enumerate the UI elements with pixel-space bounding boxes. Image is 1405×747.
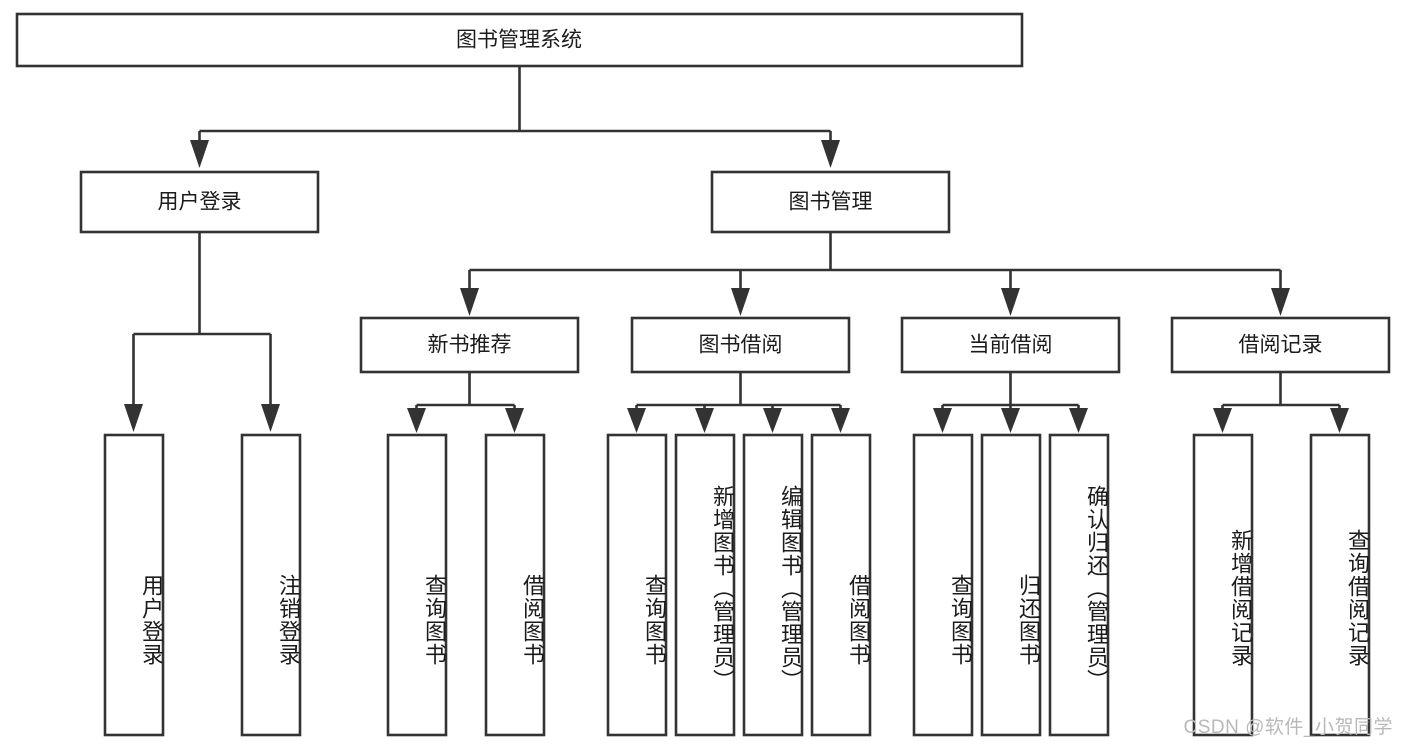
leaf-box-query-book-1[interactable] [386, 433, 448, 737]
arrow-head-leaf-confirm-return [1069, 408, 1088, 433]
arrow-head-leaf-logout [261, 404, 280, 432]
arrow-head-leaf-edit-book [763, 408, 782, 433]
leaf-box-edit-book[interactable] [742, 433, 804, 737]
leaf-box-query-book-2[interactable] [606, 433, 668, 737]
connector-root-to-level2 [190, 66, 840, 168]
arrow-head-leaf-query-book-2 [627, 408, 646, 433]
watermark-text: CSDN @软件_小贺同学 [1183, 717, 1393, 738]
node-borrow-record-label: 借阅记录 [1239, 334, 1323, 357]
leaf-box-query-book-3[interactable] [912, 433, 974, 737]
connector-book-manage-to-level3 [460, 232, 1290, 316]
node-book-manage[interactable]: 图书管理 [710, 170, 951, 234]
leaf-box-user-login[interactable] [103, 433, 165, 737]
connector-current-borrow-to-leaves [933, 372, 1088, 433]
arrow-head-leaf-borrow-book-2 [831, 408, 850, 433]
arrow-head-to-user-login [190, 140, 209, 168]
arrow-head-to-book-borrow [731, 288, 750, 316]
arrow-head-to-new-book-rec [460, 288, 479, 316]
arrow-head-to-current-borrow [1001, 288, 1020, 316]
arrow-head-leaf-return-book [1001, 408, 1020, 433]
connector-new-book-recommend-to-leaves [407, 372, 524, 433]
node-new-book-recommend-label: 新书推荐 [428, 334, 512, 357]
leaf-box-query-borrow-record[interactable] [1309, 433, 1371, 737]
node-book-borrow-label: 图书借阅 [699, 334, 783, 357]
node-current-borrow[interactable]: 当前借阅 [900, 316, 1121, 374]
arrow-head-leaf-borrow-book-1 [505, 408, 524, 433]
node-root[interactable]: 图书管理系统 [15, 12, 1024, 68]
arrow-head-leaf-add-book [695, 408, 714, 433]
leaf-box-add-borrow-record[interactable] [1192, 433, 1254, 737]
connector-borrow-record-to-leaves [1213, 372, 1349, 433]
connector-user-login-to-leaves [124, 232, 280, 432]
leaf-box-borrow-book-2[interactable] [810, 433, 872, 737]
arrow-head-leaf-query-book-1 [407, 408, 426, 433]
node-book-borrow[interactable]: 图书借阅 [630, 316, 851, 374]
leaf-box-logout[interactable] [240, 433, 302, 737]
arrow-head-leaf-query-borrow-record [1330, 408, 1349, 433]
node-current-borrow-label: 当前借阅 [969, 334, 1053, 357]
arrow-head-leaf-add-borrow-record [1213, 408, 1232, 433]
leaf-box-borrow-book-1[interactable] [484, 433, 546, 737]
node-root-label: 图书管理系统 [456, 29, 582, 52]
node-user-login-box[interactable] [79, 170, 320, 234]
node-root-box[interactable] [15, 12, 1024, 68]
arrow-head-leaf-user-login [124, 404, 143, 432]
node-user-login-label: 用户登录 [158, 191, 242, 214]
leaf-box-confirm-return[interactable] [1048, 433, 1110, 737]
arrow-head-to-borrow-record [1271, 288, 1290, 316]
leaf-box-return-book[interactable] [980, 433, 1042, 737]
connector-book-borrow-to-leaves [627, 372, 850, 433]
arrow-head-leaf-query-book-3 [933, 408, 952, 433]
node-new-book-recommend-box[interactable] [359, 316, 580, 374]
arrow-head-to-book-manage [821, 140, 840, 168]
node-new-book-recommend[interactable]: 新书推荐 [359, 316, 580, 374]
node-current-borrow-box[interactable] [900, 316, 1121, 374]
node-user-login[interactable]: 用户登录 [79, 170, 320, 234]
node-borrow-record[interactable]: 借阅记录 [1170, 316, 1391, 374]
leaf-box-add-book[interactable] [674, 433, 736, 737]
node-book-manage-label: 图书管理 [789, 191, 873, 214]
